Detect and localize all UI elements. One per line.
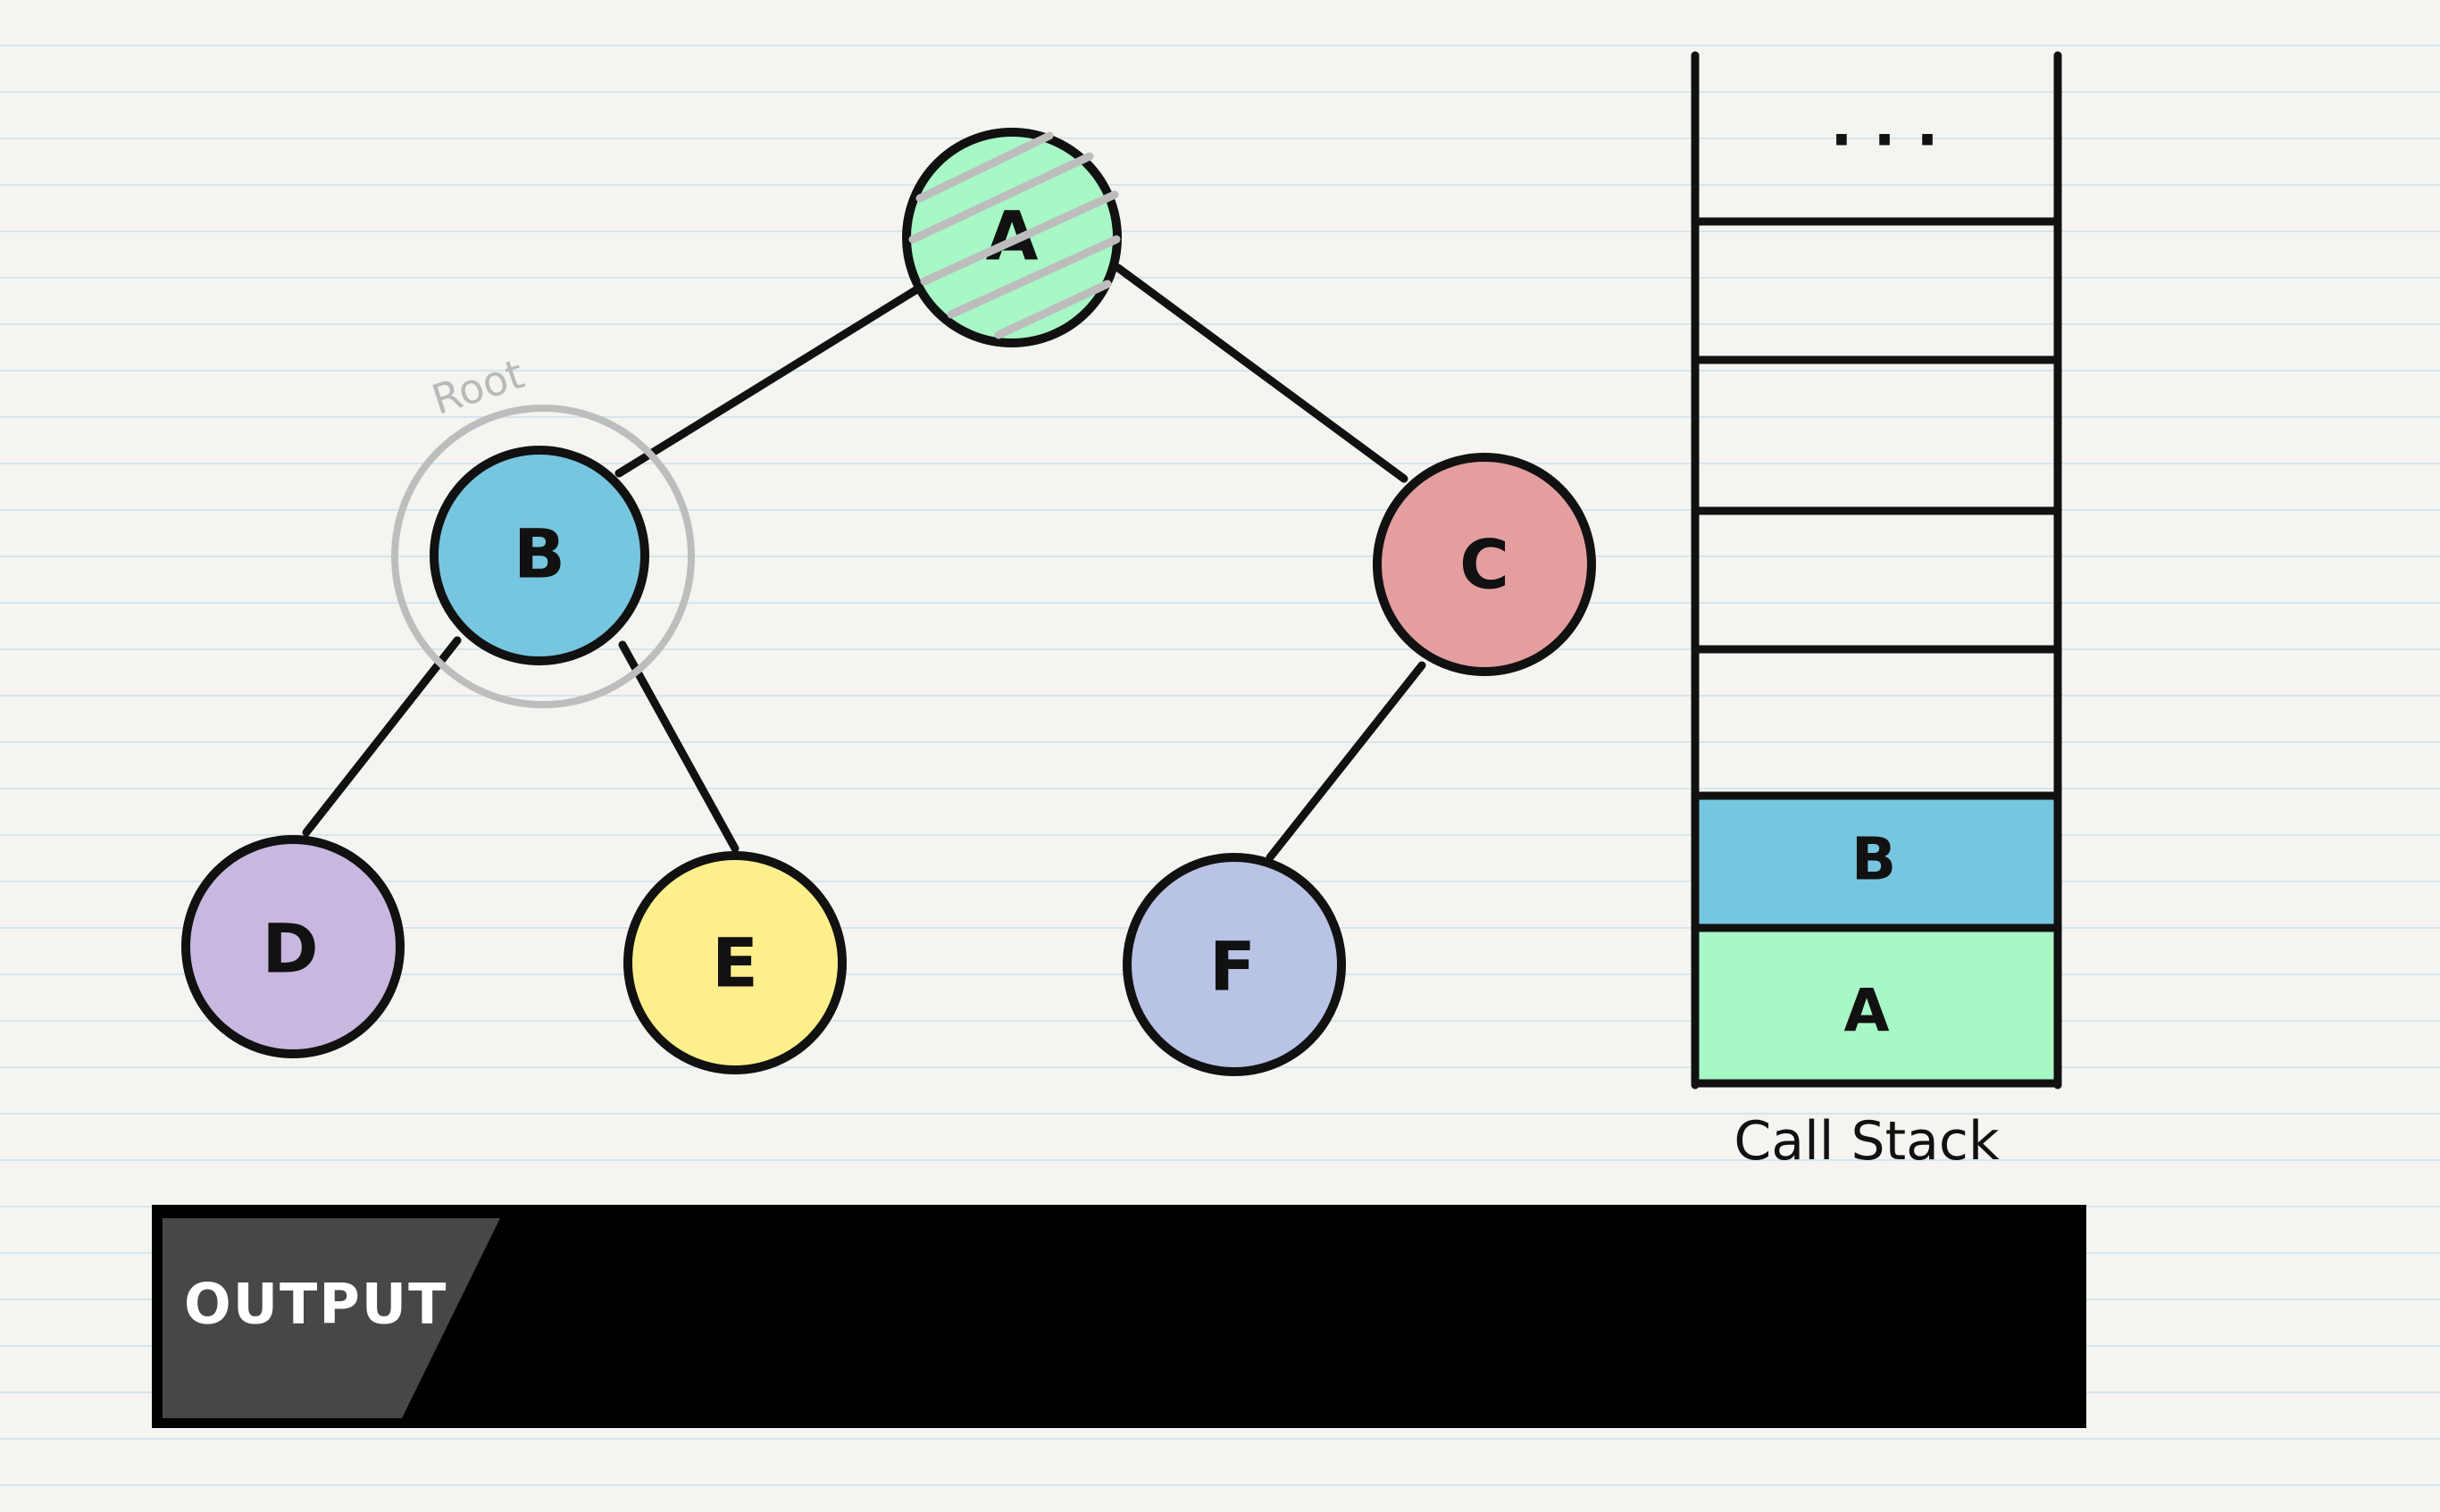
output-panel: OUTPUT <box>152 1205 2086 1428</box>
node-f-label: F <box>1209 927 1256 1007</box>
tree-node-c: C <box>1373 453 1596 676</box>
output-label-tab <box>163 1218 500 1418</box>
edge-c-f <box>1266 661 1426 862</box>
edge-a-b <box>614 283 924 478</box>
node-b-label: B <box>514 514 565 594</box>
node-e-circle <box>623 851 847 1074</box>
edge-a-c <box>1114 263 1408 483</box>
node-b-circle <box>430 446 649 665</box>
node-c-label: C <box>1459 525 1509 605</box>
tree-node-b: B <box>430 446 649 665</box>
stack-frame-a <box>1697 928 2058 1082</box>
node-e-label: E <box>712 923 758 1003</box>
visited-hatch-marks <box>908 131 1121 339</box>
stack-frame-a-label: A <box>1843 977 1889 1046</box>
node-d-label: D <box>262 909 318 989</box>
node-c-circle <box>1373 453 1596 676</box>
output-label: OUTPUT <box>184 1272 447 1337</box>
tree-node-d: D <box>181 835 405 1058</box>
node-d-circle <box>181 835 405 1058</box>
tree-node-f: F <box>1123 853 1346 1076</box>
stack-frame-b <box>1697 796 2058 928</box>
call-stack: B A . . . Call Stack <box>1691 51 2062 1173</box>
stack-overflow-ellipsis: . . . <box>1830 91 1938 160</box>
edge-b-d <box>302 636 462 837</box>
tree-node-e: E <box>623 851 847 1074</box>
stack-outline <box>1691 51 2062 1090</box>
node-f-circle <box>1123 853 1346 1076</box>
call-stack-caption: Call Stack <box>1734 1110 1999 1173</box>
stack-frame-b-label: B <box>1851 825 1896 894</box>
root-highlight-ring <box>391 405 695 708</box>
tree-edges <box>302 263 1426 862</box>
edge-b-e <box>618 640 740 853</box>
tree-node-a: A <box>902 128 1122 347</box>
